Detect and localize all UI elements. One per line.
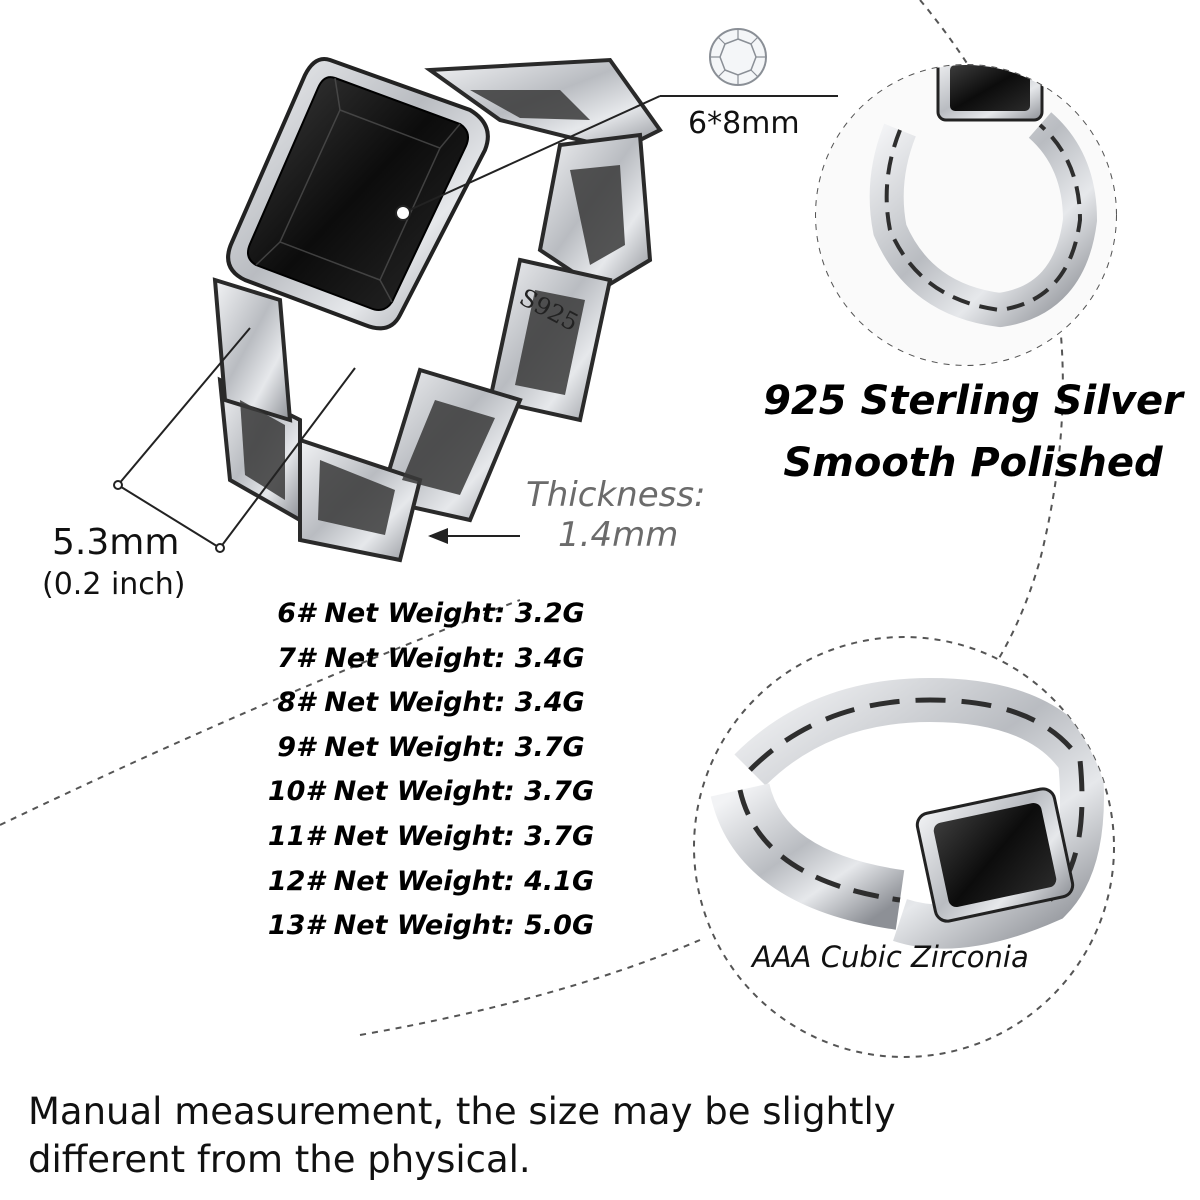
stone-size-label: 6*8mm: [688, 106, 800, 141]
weight-row: 6# Net Weight: 3.2G: [277, 598, 585, 629]
thickness-arrow-icon: [428, 528, 448, 544]
weight-row: 13# Net Weight: 5.0G: [267, 910, 595, 942]
measurement-note: Manual measurement, the size may be slig…: [28, 1088, 1178, 1184]
side-view-circle: [815, 64, 1117, 366]
thickness-value: 1.4mm: [558, 515, 679, 555]
weight-row: 10# Net Weight: 3.7G: [267, 776, 595, 808]
weight-row: 12# Net Weight: 4.1G: [267, 865, 595, 897]
weight-row: 8# Net Weight: 3.4G: [277, 687, 585, 719]
dashed-arc-bottom: [359, 939, 701, 1036]
band-width-mm: 5.3mm: [52, 522, 180, 563]
material-line-2: Smooth Polished: [783, 440, 1163, 486]
gem-diagram-icon: [709, 28, 767, 86]
dimension-lines: [117, 95, 838, 549]
material-line-1: 925 Sterling Silver: [763, 378, 1183, 424]
weight-list: 6# Net Weight: 3.2G 7# Net Weight: 3.4G …: [236, 592, 626, 949]
front-view-circle: [693, 636, 1115, 1058]
note-line-1: Manual measurement, the size may be slig…: [28, 1090, 896, 1133]
weight-row: 7# Net Weight: 3.4G: [277, 642, 585, 674]
band-width-inch: (0.2 inch): [42, 567, 186, 602]
stone-type-label: AAA Cubic Zirconia: [752, 940, 1029, 974]
weight-row: 11# Net Weight: 3.7G: [267, 820, 595, 852]
main-ring-image: S925: [212, 57, 663, 563]
thickness-label: Thickness:: [526, 475, 706, 515]
weight-row: 9# Net Weight: 3.7G: [277, 731, 585, 763]
note-line-2: different from the physical.: [28, 1138, 531, 1181]
material-title: 925 Sterling Silver Smooth Polished: [748, 370, 1198, 494]
